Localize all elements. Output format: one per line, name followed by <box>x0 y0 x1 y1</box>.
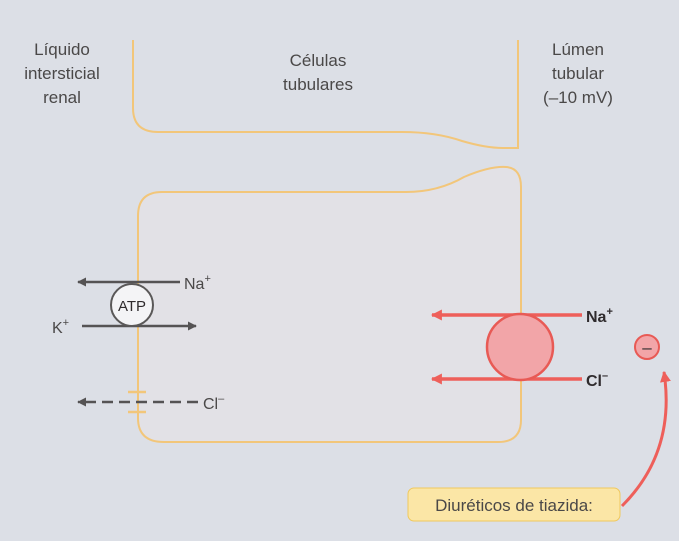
thiazide-drug-box: Diuréticos de tiazida: <box>408 488 620 521</box>
drug-label: Diuréticos de tiazida: <box>435 496 593 515</box>
lumen-label-line-3: (–10 mV) <box>543 88 613 107</box>
inhibition-indicator: – <box>635 335 659 359</box>
tubular-lumen-label: Lúmen tubular (–10 mV) <box>543 40 613 107</box>
cotransporter-circle <box>487 314 553 380</box>
interstitial-label-line-3: renal <box>43 88 81 107</box>
interstitial-label-line-2: intersticial <box>24 64 100 83</box>
inhibition-minus-sign: – <box>642 338 652 357</box>
interstitial-label-line-1: Líquido <box>34 40 90 59</box>
lumen-label-line-1: Lúmen <box>552 40 604 59</box>
cells-label-line-2: tubulares <box>283 75 353 94</box>
cells-label-line-1: Células <box>290 51 347 70</box>
lumen-label-line-2: tubular <box>552 64 604 83</box>
atp-label: ATP <box>118 298 146 315</box>
tubular-cell-membrane <box>138 167 521 442</box>
